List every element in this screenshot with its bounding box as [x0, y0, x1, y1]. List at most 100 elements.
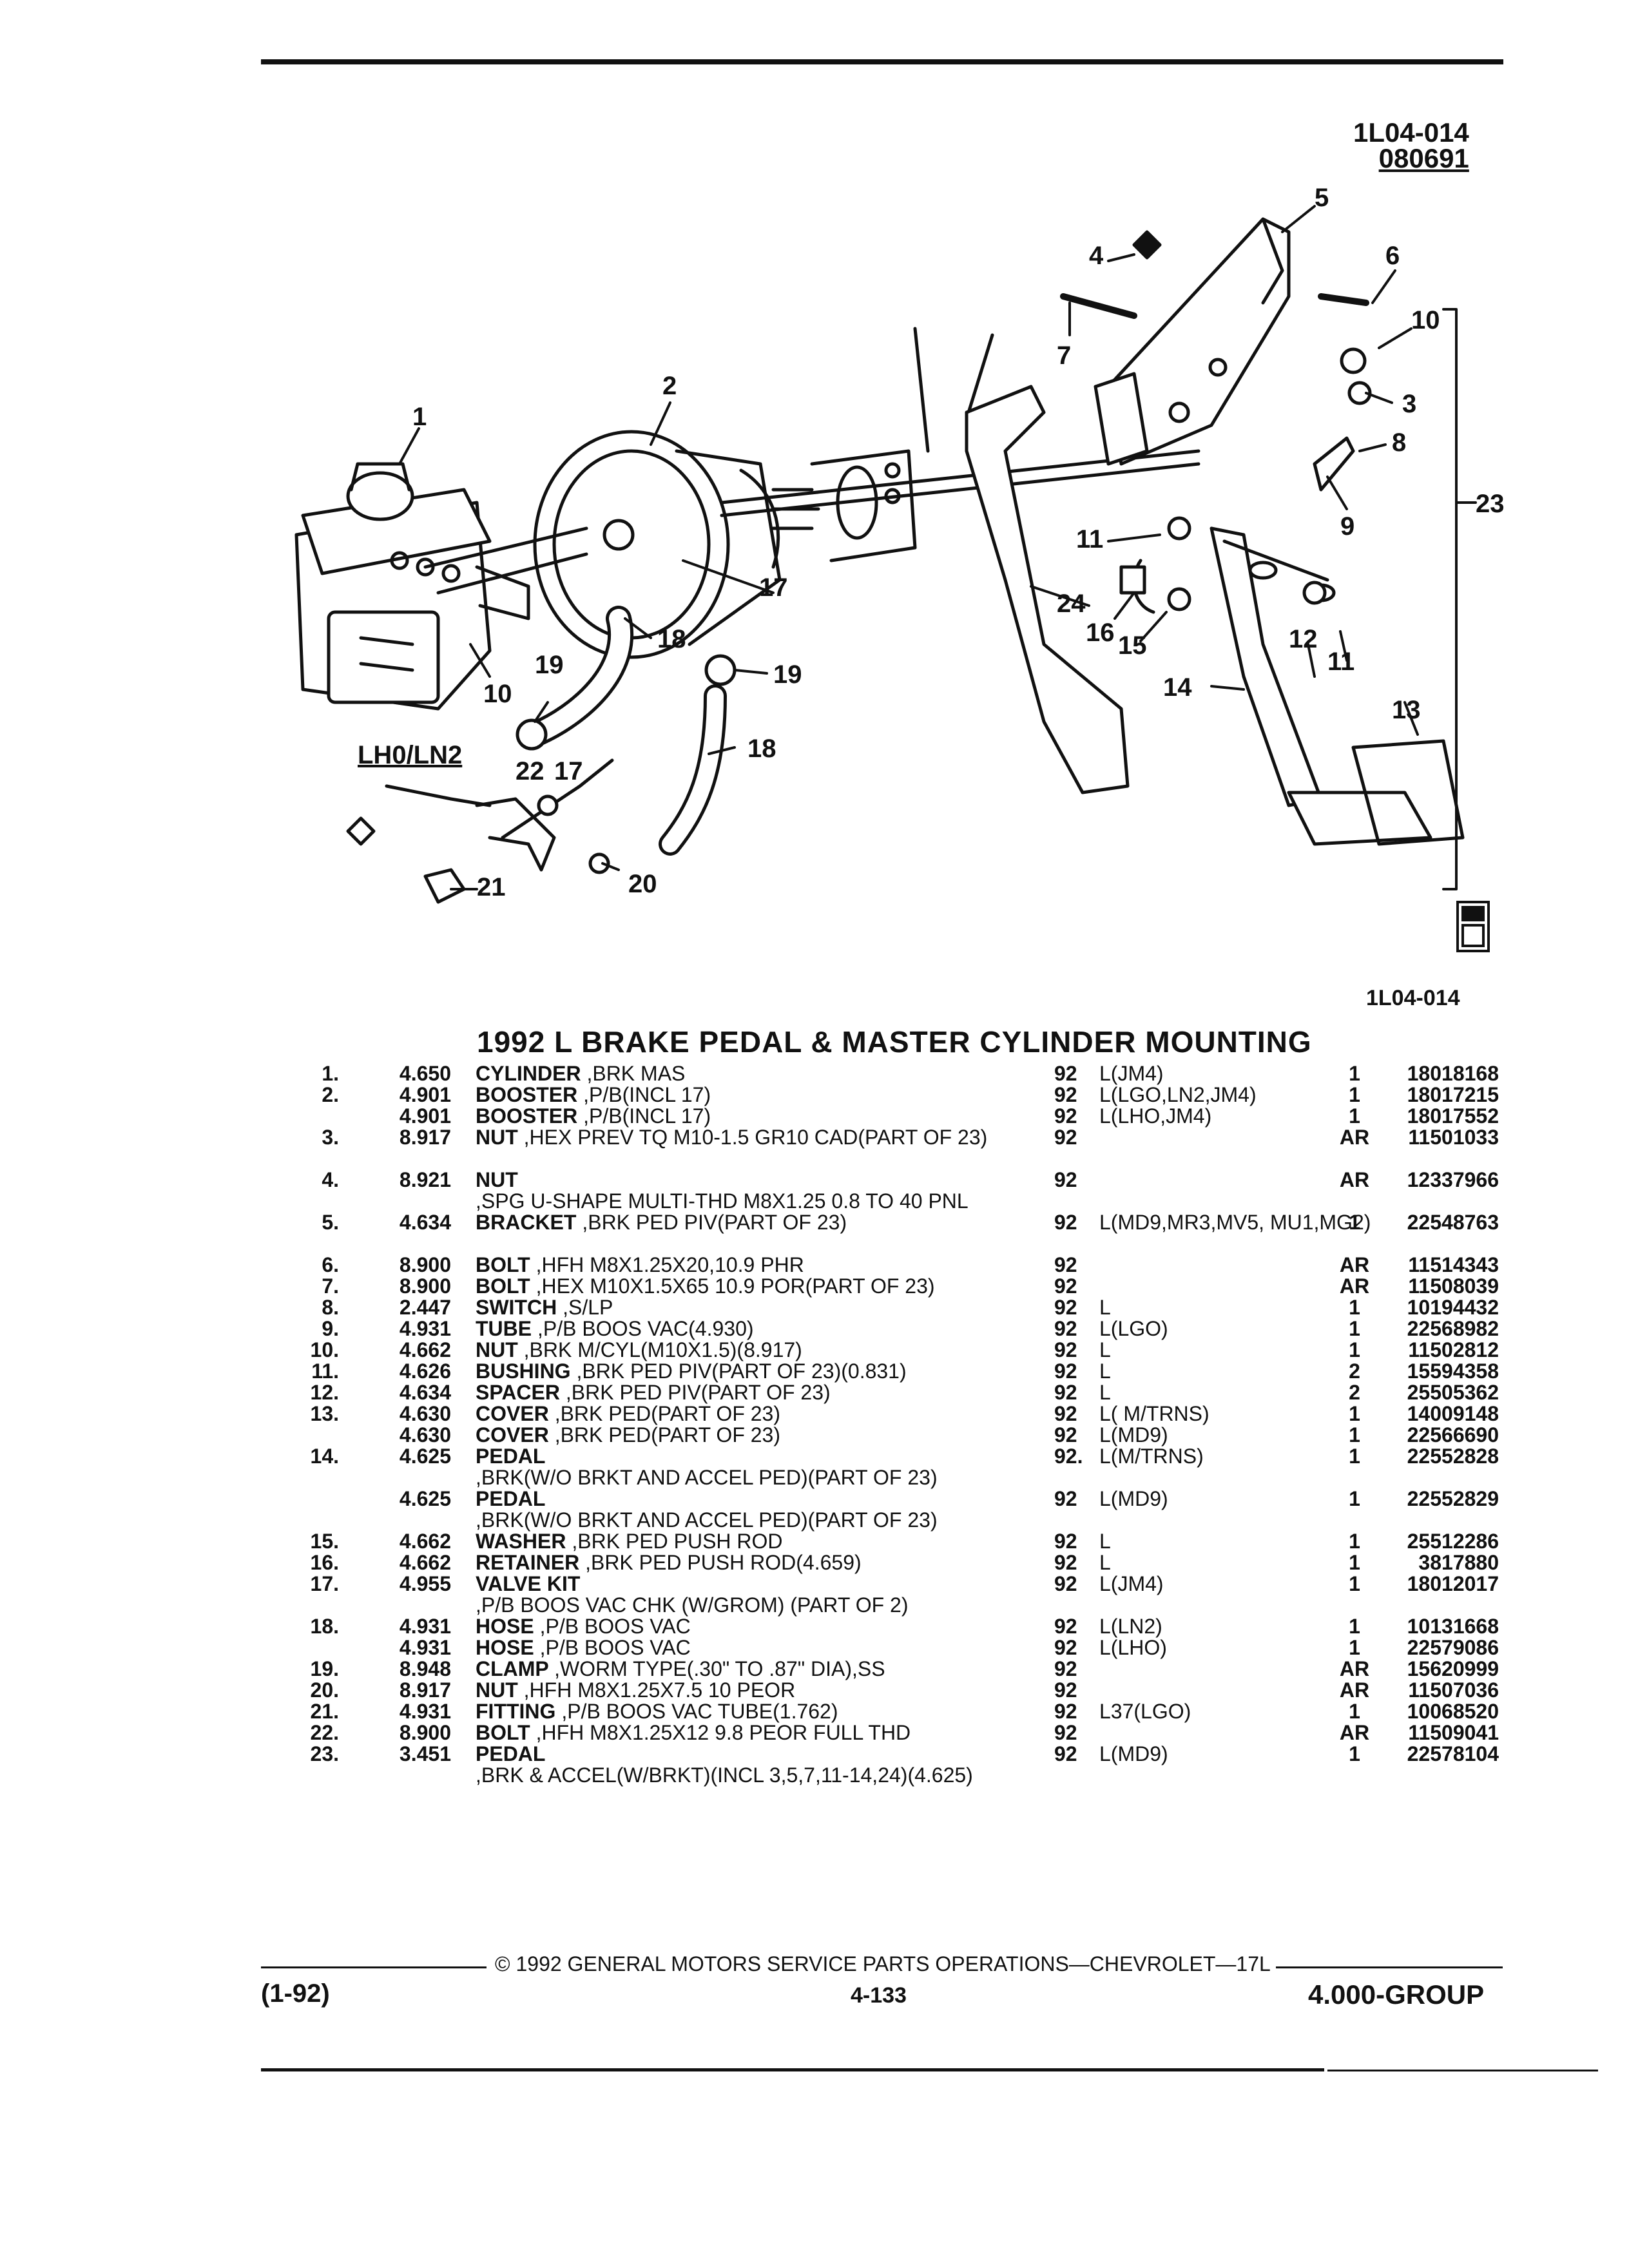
callout-5: 5 — [1315, 184, 1329, 212]
item-number: 23. — [310, 1742, 339, 1765]
part-description: PEDAL ,BRK & ACCEL(W/BRKT)(INCL 3,5,7,11… — [476, 1744, 1004, 1786]
group-number: 4.901 — [399, 1083, 451, 1106]
callout-1: 1 — [412, 403, 427, 431]
model-year: 92 — [1054, 1530, 1077, 1553]
part-name: FITTING — [476, 1700, 556, 1723]
group-number: 4.000-GROUP — [1308, 1979, 1485, 2010]
model-year: 92 — [1054, 1402, 1077, 1425]
group-number: 4.626 — [399, 1360, 451, 1383]
exploded-view-diagram: 1 2 3 4 5 6 7 8 9 10 10 11 11 12 13 14 1… — [294, 184, 1505, 952]
part-detail: ,S/LP — [563, 1296, 613, 1319]
quantity: 1 — [1349, 1423, 1360, 1446]
quantity: 1 — [1349, 1615, 1360, 1638]
part-number: 11501033 — [1408, 1126, 1499, 1149]
item-number: 3. — [322, 1126, 339, 1149]
group-number: 2.447 — [399, 1296, 451, 1319]
callout-19-a: 19 — [535, 651, 564, 679]
part-description: PEDAL ,BRK(W/O BRKT AND ACCEL PED)(PART … — [476, 1488, 1004, 1531]
quantity: 1 — [1349, 1338, 1360, 1361]
vacuum-hose-drawing — [516, 606, 737, 856]
part-description: NUT ,BRK M/CYL(M10X1.5)(8.917) — [476, 1340, 1004, 1361]
item-number: 8. — [322, 1296, 339, 1319]
part-number: 18018168 — [1407, 1062, 1499, 1085]
group-number: 8.900 — [399, 1721, 451, 1744]
quantity: AR — [1339, 1721, 1370, 1744]
model-year: 92 — [1054, 1742, 1077, 1765]
figure-date-code: 080691 — [1378, 143, 1469, 173]
part-detail: ,HFH M8X1.25X20,10.9 PHR — [535, 1253, 804, 1276]
part-detail: ,BRK PED PIV(PART OF 23) — [565, 1381, 831, 1404]
part-detail: ,BRK PED PUSH ROD(4.659) — [585, 1551, 862, 1574]
callout-18-a: 18 — [657, 625, 686, 653]
callout-10-b: 10 — [1411, 306, 1440, 334]
application: L(LHO) — [1099, 1636, 1167, 1659]
quantity: 1 — [1349, 1551, 1360, 1574]
page-title: 1992 L BRAKE PEDAL & MASTER CYLINDER MOU… — [477, 1025, 1312, 1059]
part-name: COVER — [476, 1402, 549, 1425]
part-detail: ,HEX M10X1.5X65 10.9 POR(PART OF 23) — [535, 1274, 935, 1298]
part-description: NUT ,HFH M8X1.25X7.5 10 PEOR — [476, 1680, 1004, 1701]
application: L37(LGO) — [1099, 1700, 1191, 1723]
application: L(JM4) — [1099, 1062, 1164, 1085]
item-number: 22. — [310, 1721, 339, 1744]
group-number: 4.931 — [399, 1615, 451, 1638]
model-year: 92 — [1054, 1572, 1077, 1595]
callout-11-b: 11 — [1327, 648, 1354, 676]
part-detail: ,P/B BOOS VAC(4.930) — [537, 1317, 754, 1340]
application: L(MD9) — [1099, 1423, 1168, 1446]
part-number: 18017215 — [1407, 1083, 1499, 1106]
callout-9: 9 — [1340, 512, 1354, 541]
application: L(LN2) — [1099, 1615, 1162, 1638]
item-number: 16. — [310, 1551, 339, 1574]
application: L(LHO,JM4) — [1099, 1104, 1212, 1128]
part-name: NUT — [476, 1168, 518, 1191]
part-name: CLAMP — [476, 1657, 549, 1680]
item-number: 20. — [310, 1678, 339, 1702]
group-number: 4.634 — [399, 1211, 451, 1234]
quantity: 1 — [1349, 1083, 1360, 1106]
figure-code: 1L04-014 — [1353, 117, 1469, 148]
item-number: 4. — [322, 1168, 339, 1191]
quantity: 1 — [1349, 1530, 1360, 1553]
callout-19-b: 19 — [773, 660, 802, 689]
callout-13: 13 — [1392, 696, 1421, 724]
group-number: 4.630 — [399, 1423, 451, 1446]
footer-rule-left — [261, 1966, 487, 1968]
part-description: PEDAL ,BRK(W/O BRKT AND ACCEL PED)(PART … — [476, 1446, 1004, 1488]
item-number: 21. — [310, 1700, 339, 1723]
item-number: 17. — [310, 1572, 339, 1595]
application: L — [1099, 1381, 1111, 1404]
part-name: SWITCH — [476, 1296, 557, 1319]
application: L(LGO,LN2,JM4) — [1099, 1083, 1257, 1106]
quantity: 1 — [1349, 1402, 1360, 1425]
part-description: BOLT ,HFH M8X1.25X12 9.8 PEOR FULL THD — [476, 1722, 1004, 1744]
part-detail: ,BRK PED(PART OF 23) — [554, 1423, 780, 1446]
callout-17-b: 17 — [554, 757, 583, 785]
model-year: 92 — [1054, 1317, 1077, 1340]
group-number: 4.662 — [399, 1530, 451, 1553]
part-description: BOLT ,HFH M8X1.25X20,10.9 PHR — [476, 1254, 1004, 1276]
part-name: TUBE — [476, 1317, 532, 1340]
model-year: 92 — [1054, 1104, 1077, 1128]
group-number: 8.917 — [399, 1678, 451, 1702]
callout-3: 3 — [1402, 390, 1416, 418]
part-name: BOLT — [476, 1721, 530, 1744]
brake-pedal-drawing — [1132, 526, 1465, 846]
part-description: CLAMP ,WORM TYPE(.30" TO .87" DIA),SS — [476, 1658, 1004, 1680]
part-detail: ,P/B BOOS VAC — [539, 1636, 691, 1659]
part-number: 12337966 — [1407, 1168, 1499, 1191]
part-description: RETAINER ,BRK PED PUSH ROD(4.659) — [476, 1552, 1004, 1573]
copyright-line: © 1992 GENERAL MOTORS SERVICE PARTS OPER… — [495, 1952, 1271, 1975]
part-description: HOSE ,P/B BOOS VAC — [476, 1637, 1004, 1658]
group-number: 8.917 — [399, 1126, 451, 1149]
quantity: 1 — [1349, 1572, 1360, 1595]
item-number: 15. — [310, 1530, 339, 1553]
engine-option-label: LH0/LN2 — [358, 741, 462, 769]
item-number: 12. — [310, 1381, 339, 1404]
gm-spo-logo — [1456, 901, 1490, 952]
item-number: 6. — [322, 1253, 339, 1276]
part-description: HOSE ,P/B BOOS VAC — [476, 1616, 1004, 1637]
part-detail: ,P/B BOOS VAC — [539, 1615, 691, 1638]
quantity: AR — [1339, 1678, 1370, 1702]
part-name: NUT — [476, 1338, 518, 1361]
